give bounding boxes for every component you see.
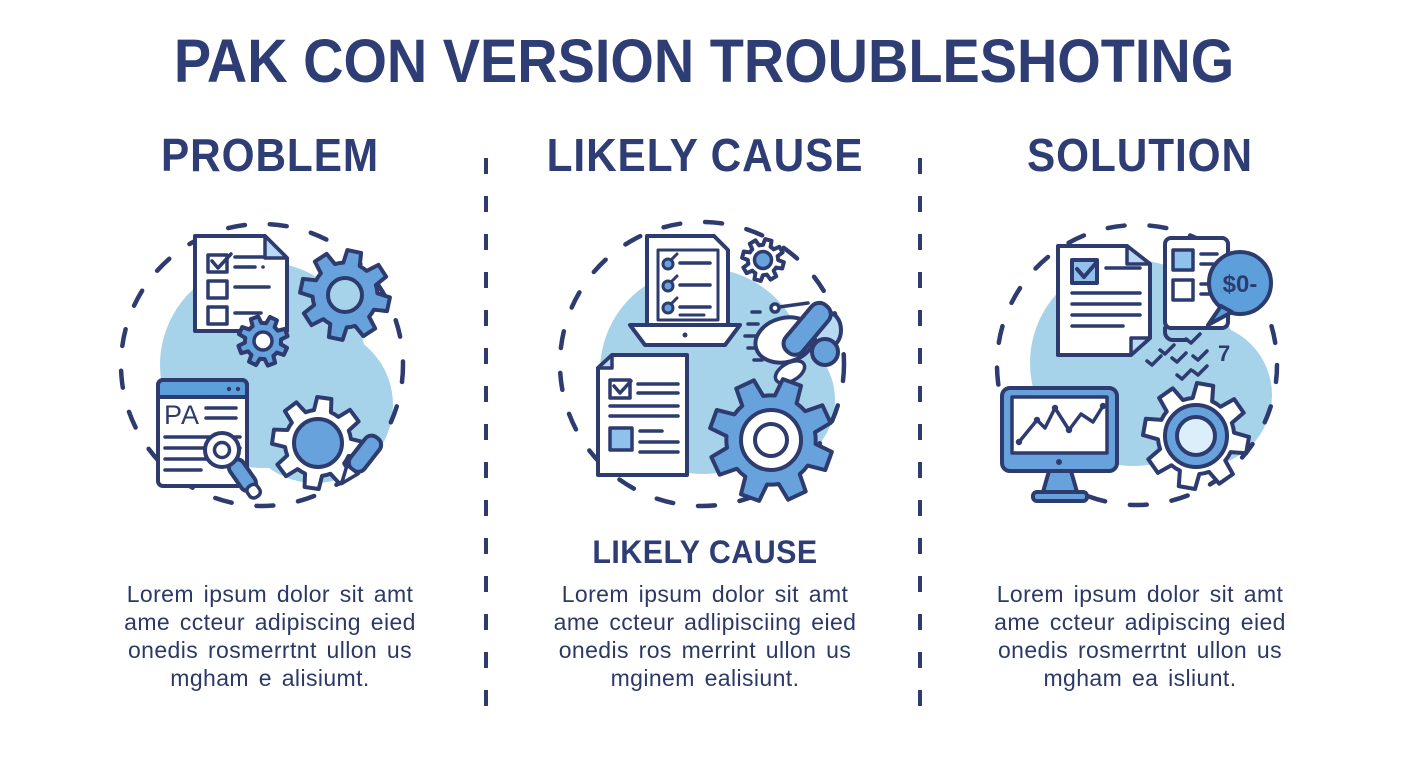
column-divider (484, 158, 488, 710)
dashed-circle (557, 219, 847, 509)
check-scatter (1145, 332, 1209, 381)
small-gear-icon (228, 306, 298, 376)
monitor-chart-icon (1000, 386, 1119, 503)
small-gear-icon (735, 232, 791, 288)
gear-hole-icon (264, 389, 372, 497)
price-speech-bubble-icon: $0- (1206, 250, 1273, 327)
highlighter-icon (203, 431, 263, 500)
column-likely-cause: LIKELY CAUSE (495, 0, 915, 768)
checklist-document-icon (193, 234, 289, 333)
wrench-tool-icon (743, 300, 843, 385)
column-header: LIKELY CAUSE (546, 129, 864, 181)
likely-cause-illustration-svg (557, 219, 852, 521)
column-header: PROBLEM (160, 129, 380, 181)
likely-cause-illustration (540, 200, 870, 530)
dashed-circle (118, 221, 406, 509)
column-header: SOLUTION (1026, 129, 1254, 181)
gear-ring-icon (1135, 375, 1256, 496)
gear-icon (690, 359, 852, 521)
column-solution: SOLUTION (930, 0, 1350, 768)
column-problem: PROBLEM (60, 0, 480, 768)
problem-illustration-svg: PA (118, 221, 406, 509)
problem-illustration: PA (105, 200, 435, 530)
page-title: PAK CON VERSION TROUBLESHOTING (173, 27, 1235, 97)
scatter-number: 7 (1218, 341, 1230, 366)
report-document-icon (596, 353, 689, 477)
solution-description: Lorem ipsum dolor sit amt ame ccteur adi… (994, 581, 1286, 691)
gear-icon (290, 240, 400, 350)
solution-illustration-svg: $0- (994, 222, 1280, 508)
likely-cause-description: Lorem ipsum dolor sit amt ame ccteur adl… (553, 581, 857, 691)
solution-illustration: $0- (975, 200, 1305, 530)
pen-icon (339, 433, 384, 486)
likely-cause-subheader: LIKELY CAUSE (592, 534, 818, 570)
laptop-checklist-icon (628, 234, 742, 347)
dashed-circle (994, 222, 1280, 508)
problem-description: Lorem ipsum dolor sit amt ame ccteur adi… (124, 581, 416, 691)
bubble-price-label: $0- (1223, 271, 1258, 298)
checked-document-icon (1056, 244, 1152, 357)
column-divider (918, 158, 922, 710)
browser-label: PA (164, 400, 200, 430)
